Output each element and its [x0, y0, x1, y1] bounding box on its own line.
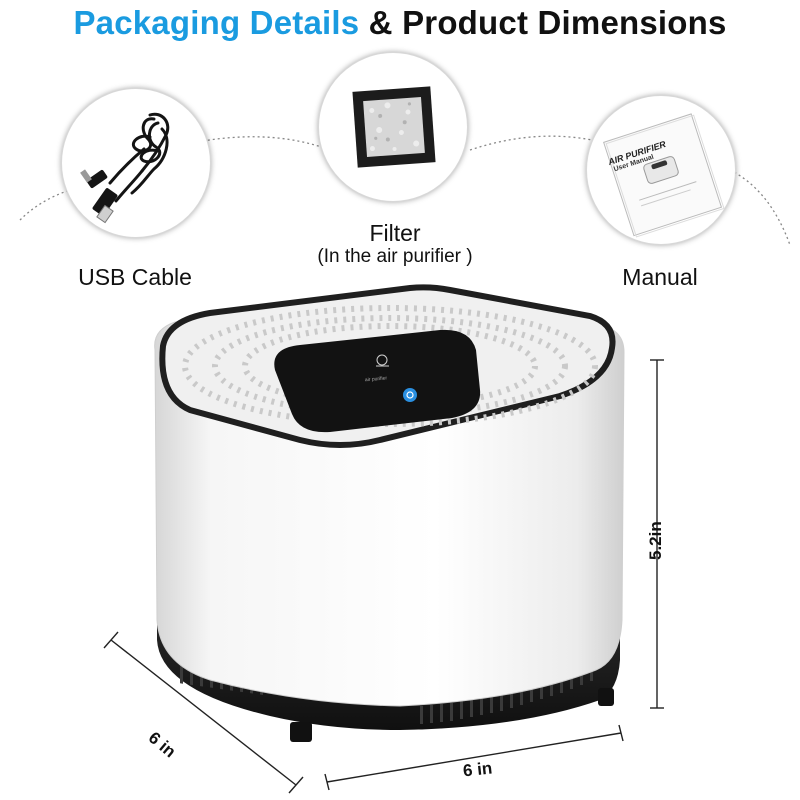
- svg-text:air purifier: air purifier: [365, 375, 388, 383]
- page-title: Packaging Details & Product Dimensions: [0, 4, 800, 42]
- manual-circle: AIR PURIFIER User Manual: [586, 95, 736, 245]
- manual-icon: [603, 113, 725, 238]
- title-rest: & Product Dimensions: [368, 4, 727, 41]
- height-label: 5.2in: [646, 521, 665, 560]
- filter-label: Filter: [369, 220, 421, 246]
- usb-cable-circle: [61, 88, 211, 238]
- filter-sublabel: (In the air purifier ): [317, 246, 473, 267]
- title-highlight: Packaging Details: [73, 4, 360, 41]
- manual-label: Manual: [622, 264, 698, 290]
- usb-cable-icon: [80, 112, 170, 224]
- filter-icon: [352, 86, 436, 168]
- width-label: 6 in: [462, 758, 494, 781]
- usb-cable-label: USB Cable: [78, 264, 192, 290]
- filter-circle: [318, 52, 468, 202]
